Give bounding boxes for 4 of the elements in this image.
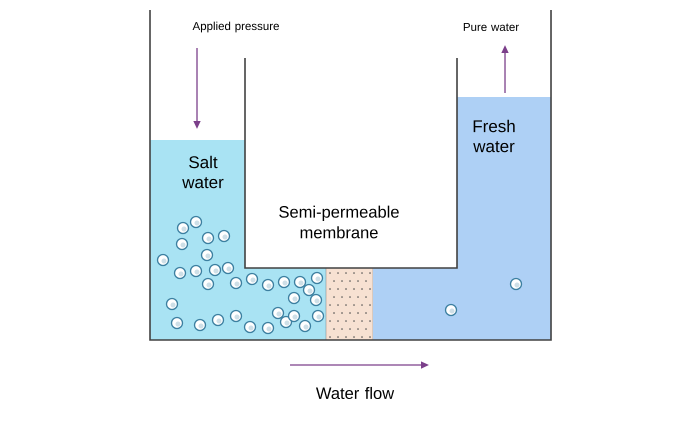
label: Water flow — [316, 386, 394, 400]
membrane — [326, 268, 374, 340]
label: Applied pressure — [192, 22, 279, 32]
label: Pure water — [464, 23, 519, 31]
